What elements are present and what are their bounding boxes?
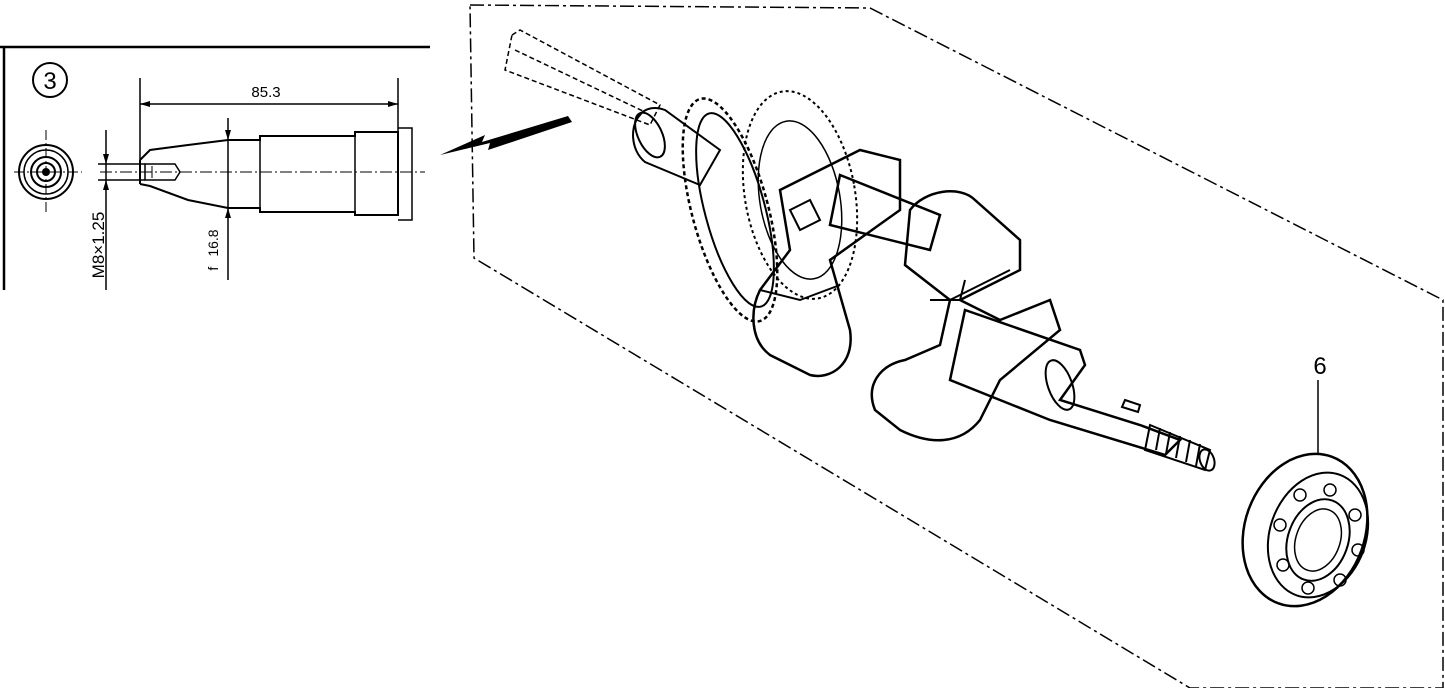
part-callout-6: 6 [1313,353,1326,380]
inset-frame [0,45,430,290]
crank-web-front [752,148,902,378]
diameter-symbol: f [205,267,221,271]
detail-leader-arrow [440,116,572,155]
shaft-end-view [14,130,82,215]
crank-web-rear [870,190,1062,442]
diameter-dimension: f 16.8 [205,118,231,280]
length-dimension: 85.3 [139,78,399,160]
thread-spec-label: M8×1.25 [89,212,108,279]
crank-pin [828,173,942,252]
detail-callout-3: 3 [32,62,68,98]
timing-gear [681,90,859,323]
exploded-view: 6 [469,4,1444,688]
thread-dimension: M8×1.25 [89,130,145,290]
threaded-end [1143,423,1216,472]
diameter-dimension-label: f 16.8 [205,229,221,270]
pto-shaft [948,308,1216,472]
crankshaft [632,90,1216,472]
shaft-side-profile [100,127,425,221]
detail-inset: 3 [0,45,572,290]
ball-bearing [1241,452,1370,608]
diameter-value: 16.8 [205,229,221,256]
ghost-shaft-outline [504,29,661,126]
detail-callout-number: 3 [43,68,56,95]
length-dimension-label: 85.3 [251,84,280,101]
assembly-boundary [469,4,1444,688]
